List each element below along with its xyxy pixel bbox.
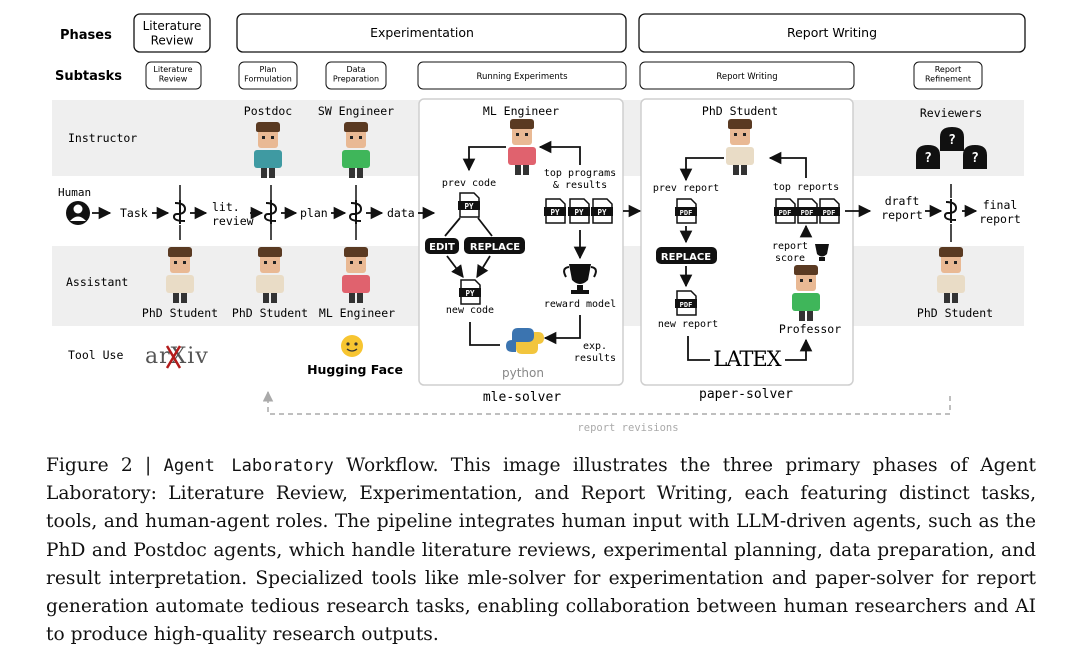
mle-replace: REPLACE — [470, 242, 520, 253]
mle-prev-code: prev code — [442, 178, 496, 189]
flow-plan: plan — [300, 206, 328, 220]
hugging-face-icon — [341, 335, 363, 357]
subtask-running-experiments: Running Experiments — [476, 72, 568, 82]
caption-code: Agent Laboratory — [163, 456, 334, 476]
phase-report-writing: Report Writing — [787, 25, 877, 40]
svg-text:PDF: PDF — [779, 209, 792, 217]
py-file-icon: PY — [567, 198, 591, 224]
svg-text:PDF: PDF — [801, 209, 814, 217]
reviewer-icon — [940, 127, 964, 151]
role-ml-engineer-bottom: ML Engineer — [319, 306, 395, 320]
subtask-report-writing-box — [639, 61, 855, 90]
pdf-file-icon: PDF — [817, 198, 841, 224]
py-file-icon: PY — [457, 192, 481, 218]
py-file-icon: PY — [590, 198, 614, 224]
py-file-icon: PY — [543, 198, 567, 224]
svg-text:PY: PY — [465, 289, 475, 298]
svg-text:PY: PY — [464, 202, 474, 211]
mle-replace-badge — [464, 237, 525, 254]
paper-prev-report: prev report — [653, 183, 719, 194]
subtask-literature-review-box — [145, 61, 202, 90]
role-sw-engineer: SW Engineer — [318, 104, 394, 118]
python-logo-icon — [506, 328, 544, 354]
mle-exp-results: exp.results — [574, 341, 616, 364]
mle-edit-badge — [425, 238, 459, 254]
paper-solver-title: paper-solver — [699, 387, 793, 402]
row-assistant: Assistant — [66, 275, 128, 289]
svg-text:PDF: PDF — [680, 301, 693, 309]
subtask-running-experiments-box — [417, 61, 627, 90]
paper-new-report: new report — [658, 319, 718, 330]
role-phd-student-2: PhD Student — [232, 306, 308, 320]
svg-text:PY: PY — [597, 208, 607, 217]
row-tool-use: Tool Use — [68, 348, 123, 362]
phase-experimentation: Experimentation — [370, 25, 474, 40]
py-file-icon: PY — [458, 279, 482, 305]
paper-replace-badge — [656, 247, 717, 264]
pdf-file-icon: PDF — [773, 198, 797, 224]
human-avatar-icon — [66, 201, 90, 225]
subtask-data-preparation-box — [325, 61, 387, 90]
svg-text:PDF: PDF — [823, 209, 836, 217]
role-phd-student-1: PhD Student — [142, 306, 218, 320]
arxiv-logo: arXiv — [145, 344, 209, 369]
figure-caption: Figure 2 | Agent Laboratory Workflow. Th… — [46, 452, 1036, 649]
flow-task: Task — [120, 206, 148, 220]
subtask-report-refinement-box — [913, 61, 983, 90]
subtask-plan-formulation-box — [238, 61, 298, 90]
reviewer-icon — [916, 145, 940, 169]
report-revisions-loop — [262, 390, 951, 415]
paper-replace: REPLACE — [661, 252, 711, 263]
reviewer-icon — [963, 145, 987, 169]
loop-icon — [944, 198, 957, 224]
mle-edit: EDIT — [429, 242, 455, 253]
phases-label: Phases — [60, 28, 112, 43]
phase-experimentation-box — [236, 13, 627, 53]
role-reviewers: Reviewers — [920, 106, 982, 120]
paper-latex-logo: LATEX — [713, 347, 781, 371]
role-ml-engineer-top: ML Engineer — [483, 104, 559, 118]
mle-solver-title: mle-solver — [483, 390, 561, 405]
tool-hugging-face: Hugging Face — [307, 362, 403, 377]
role-professor: Professor — [779, 322, 841, 336]
svg-text:PY: PY — [550, 208, 560, 217]
caption-text: Workflow. This image illustrates the thr… — [46, 455, 1036, 646]
flow-data: data — [387, 206, 415, 220]
role-postdoc: Postdoc — [244, 104, 292, 118]
subtasks-label: Subtasks — [55, 69, 122, 84]
phase-report-writing-box — [638, 13, 1026, 53]
svg-text:PY: PY — [574, 208, 584, 217]
pdf-file-icon: PDF — [795, 198, 819, 224]
mle-new-code: new code — [446, 305, 494, 316]
mle-reward-model: reward model — [544, 299, 616, 310]
flow-lit-review: lit.review — [212, 200, 254, 228]
subtask-report-writing: Report Writing — [716, 72, 777, 82]
loop-icon — [173, 199, 186, 225]
pdf-file-icon: PDF — [674, 290, 698, 316]
caption-label: Figure 2 | — [46, 455, 152, 476]
svg-text:PDF: PDF — [680, 209, 693, 217]
row-instructor: Instructor — [68, 131, 137, 145]
paper-top-reports: top reports — [773, 182, 839, 193]
trophy-icon — [815, 244, 829, 261]
svg-text:arXiv: arXiv — [145, 344, 209, 369]
mle-top-programs: top programs& results — [544, 168, 616, 191]
trophy-icon — [563, 264, 597, 294]
role-phd-student-final: PhD Student — [917, 306, 993, 320]
phase-literature-review-box — [133, 13, 211, 53]
pdf-file-icon: PDF — [674, 198, 698, 224]
role-phd-student-top: PhD Student — [702, 104, 778, 118]
row-human: Human — [58, 186, 91, 199]
mle-python: python — [502, 366, 544, 380]
report-revisions: report revisions — [577, 422, 678, 434]
